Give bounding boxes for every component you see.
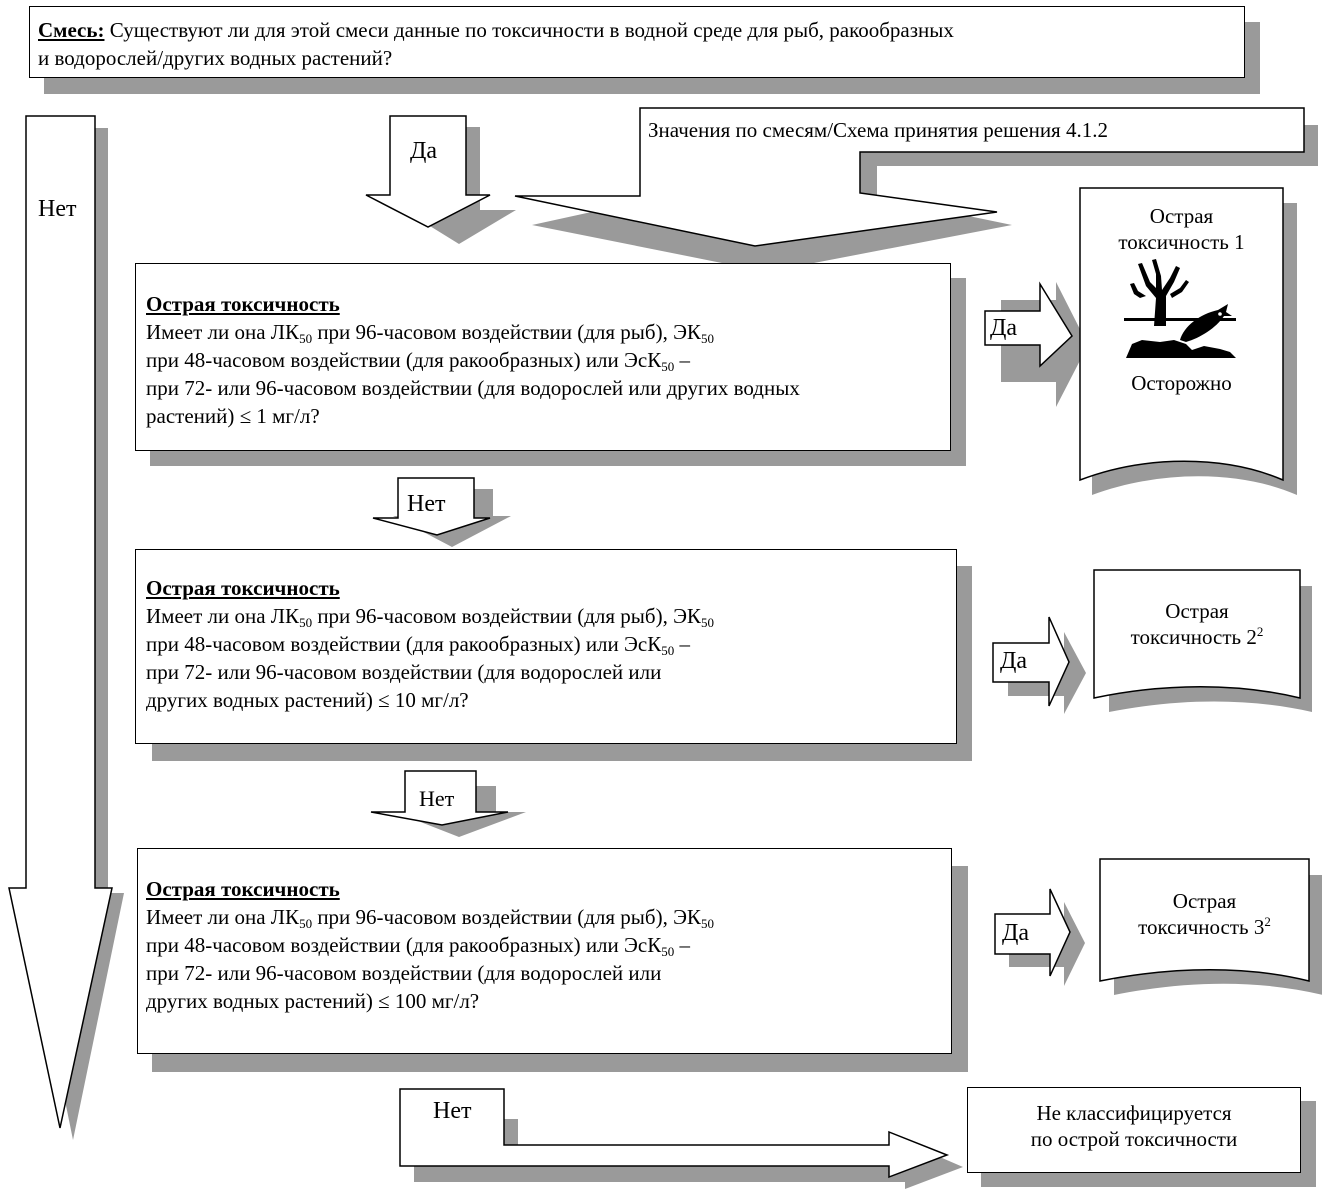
no-label-2: Нет (419, 786, 455, 811)
reference-note: Значения по смесям/Схема принятия решени… (648, 118, 1108, 142)
question-3-line-1: Имеет ли она ЛК50 при 96-часовом воздейс… (146, 905, 714, 931)
result-3-line-1: Острая (1172, 889, 1237, 913)
yes-label-2: Да (1000, 648, 1028, 674)
no-arrow-2 (370, 770, 509, 826)
question-2-line-3: при 72- или 96-часовом воздействии (для … (146, 660, 662, 684)
yes-label-top: Да (410, 138, 438, 164)
not-classified-line-1: Не классифицируется (1036, 1101, 1232, 1125)
no-label-1: Нет (407, 491, 446, 517)
not-classified-box: Не классифицируется по острой токсичност… (967, 1087, 1301, 1173)
question-2-line-1: Имеет ли она ЛК50 при 96-часовом воздейс… (146, 604, 714, 630)
question-1-line-4: растений) ≤ 1 мг/л? (146, 404, 320, 428)
question-3-title: Острая токсичность (146, 877, 340, 901)
result-1-line-2: токсичность 1 (1118, 230, 1245, 254)
yes-label-1: Да (990, 315, 1018, 341)
yes-arrow-1 (984, 281, 1073, 368)
question-1-line-2: при 48-часовом воздействии (для ракообра… (146, 348, 690, 374)
yes-arrow-2 (992, 616, 1070, 707)
result-2-line-2: токсичность 22 (1130, 624, 1264, 649)
result-doc-1 (1079, 187, 1284, 482)
reference-arrow (514, 107, 1305, 247)
mixture-question-box: Смесь: Существуют ли для этой смеси данн… (29, 6, 1245, 78)
question-box-2: Острая токсичность Имеет ли она ЛК50 при… (135, 549, 957, 744)
yes-arrow-top (365, 115, 491, 228)
question-1-title: Острая токсичность (146, 292, 340, 316)
not-classified-line-2: по острой токсичности (1030, 1127, 1238, 1151)
no-label-main: Нет (38, 196, 77, 222)
result-3-line-2: токсичность 32 (1138, 914, 1271, 939)
yes-label-3: Да (1002, 920, 1030, 946)
no-arrow-1 (372, 477, 491, 536)
question-2-title: Острая токсичность (146, 576, 340, 600)
mixture-question-line-1: Существуют ли для этой смеси данные по т… (109, 18, 954, 42)
question-1-line-3: при 72- или 96-часовом воздействии (для … (146, 376, 800, 400)
question-box-1: Острая токсичность Имеет ли она ЛК50 при… (135, 263, 951, 451)
result-doc-3 (1099, 858, 1310, 982)
result-1-line-1: Острая (1149, 204, 1214, 228)
question-2-line-4: других водных растений) ≤ 10 мг/л? (146, 688, 469, 712)
mixture-label: Смесь: (38, 18, 105, 42)
question-1-line-1: Имеет ли она ЛК50 при 96-часовом воздейс… (146, 320, 714, 346)
question-box-3: Острая токсичность Имеет ли она ЛК50 при… (137, 848, 952, 1054)
question-3-line-2: при 48-часовом воздействии (для ракообра… (146, 933, 690, 959)
no-arrow-main (8, 115, 113, 1129)
no-arrow-bottom (399, 1088, 950, 1179)
result-1-signal-word: Осторожно (1131, 371, 1232, 395)
question-3-line-3: при 72- или 96-часовом воздействии (для … (146, 961, 662, 985)
result-2-line-1: Острая (1165, 599, 1229, 623)
yes-arrow-3 (994, 888, 1071, 977)
no-label-bottom: Нет (433, 1098, 472, 1124)
question-2-line-2: при 48-часовом воздействии (для ракообра… (146, 632, 690, 658)
environment-hazard-icon (1124, 259, 1236, 358)
result-doc-2 (1093, 569, 1301, 699)
mixture-question-line-2: и водорослей/других водных растений? (38, 46, 393, 70)
question-3-line-4: других водных растений) ≤ 100 мг/л? (146, 989, 480, 1013)
